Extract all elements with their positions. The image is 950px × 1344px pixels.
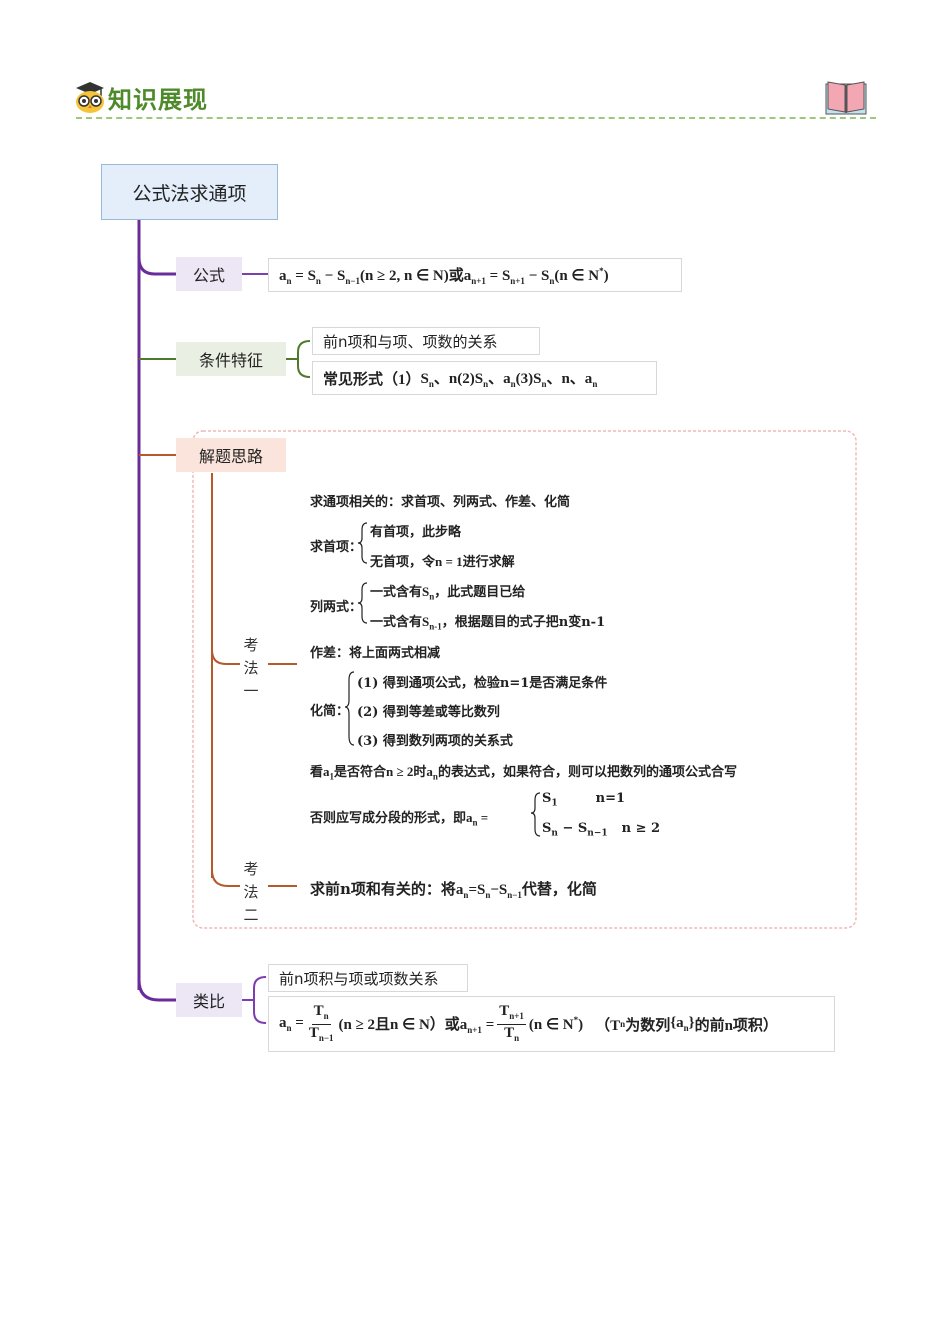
method-label: 解题思路 — [198, 447, 263, 466]
analogy-tag: 类比 — [176, 983, 242, 1017]
first-term-b-prefix: 无首项，令 — [370, 555, 436, 570]
first-term-b: 无首项，令n = 1进行求解 — [370, 554, 515, 570]
diff-step: 作差：将上面两式相减 — [310, 646, 441, 661]
piecewise-prefix: 否则应写成分段的形式，即 — [310, 811, 467, 826]
analogy-note-mid: 为数列 — [625, 1017, 671, 1034]
two-eq-b-suffix: ，根据题目的式子把n变n-1 — [441, 615, 606, 630]
method-intro: 求通项相关的：求首项、列两式、作差、化简 — [310, 495, 571, 510]
method-tag: 解题思路 — [176, 438, 286, 472]
check-mid1: 是否符合 — [334, 765, 387, 780]
method2-text: 求前n项和有关的：将an=Sn−Sn−1代替，化简 — [310, 880, 597, 900]
simplify-3: (3) 得到数列两项的关系式 — [357, 734, 513, 749]
analogy-note-suffix: 的前n项积） — [694, 1017, 778, 1034]
first-term-label: 求首项： — [310, 540, 363, 555]
simplify-2: (2) 得到等差或等比数列 — [357, 705, 500, 720]
formula-box: an = Sn − Sn−1(n ≥ 2, n ∈ N)或an+1 = Sn+1… — [268, 258, 682, 292]
method2-prefix: 求前n项和有关的：将 — [310, 880, 456, 898]
header-divider — [76, 117, 876, 119]
two-eq-a-suffix: ，此式题目已给 — [434, 585, 526, 600]
page-title: 知识展现 — [108, 86, 208, 114]
condition-label: 条件特征 — [198, 351, 263, 370]
check-mid2: 时 — [413, 765, 427, 780]
root-label: 公式法求通项 — [132, 182, 247, 205]
first-term-b-suffix: 进行求解 — [462, 555, 515, 570]
formula-label: 公式 — [192, 266, 225, 285]
check-line: 看a1是否符合n ≥ 2时an的表达式，如果符合，则可以把数列的通项公式合写 — [310, 764, 737, 782]
two-eq-a-prefix: 一式含有 — [370, 585, 423, 600]
analogy-label: 类比 — [192, 992, 225, 1011]
two-eq-b: 一式含有Sn-1，根据题目的式子把n变n-1 — [370, 614, 606, 632]
condition-item2-prefix: 常见形式（1） — [323, 371, 421, 388]
method2-label: 考法二 — [243, 860, 259, 924]
condition-item1-text: 前n项和与项、项数的关系 — [323, 332, 498, 351]
analogy-note-prefix: （T — [595, 1017, 621, 1034]
simplify-label: 化简： — [310, 704, 350, 719]
book-icon — [824, 78, 868, 118]
check-suffix: 的表达式，如果符合，则可以把数列的通项公式合写 — [437, 765, 737, 780]
analogy-item1-text: 前n项积与项或项数关系 — [279, 969, 439, 988]
formula-tag: 公式 — [176, 257, 242, 291]
two-eq-a: 一式含有Sn，此式题目已给 — [370, 584, 526, 602]
condition-tag: 条件特征 — [176, 342, 286, 376]
piecewise-line: 否则应写成分段的形式，即an = — [310, 810, 489, 828]
simplify-1: (1) 得到通项公式，检验n=1是否满足条件 — [357, 676, 608, 691]
condition-item-forms: 常见形式（1）Sn、n(2)Sn、an(3)Sn、n、an — [312, 361, 657, 395]
analogy-item-relation: 前n项积与项或项数关系 — [268, 964, 468, 992]
root-node: 公式法求通项 — [101, 164, 278, 220]
two-eq-b-prefix: 一式含有 — [370, 615, 423, 630]
two-eq-label: 列两式： — [310, 600, 363, 615]
owl-logo-icon — [74, 80, 106, 114]
check-prefix: 看 — [310, 765, 324, 780]
condition-item-relation: 前n项和与项、项数的关系 — [312, 327, 540, 355]
first-term-a: 有首项，此步略 — [370, 525, 462, 540]
method2-suffix: 代替，化简 — [521, 880, 597, 898]
method1-label: 考法一 — [243, 636, 259, 700]
